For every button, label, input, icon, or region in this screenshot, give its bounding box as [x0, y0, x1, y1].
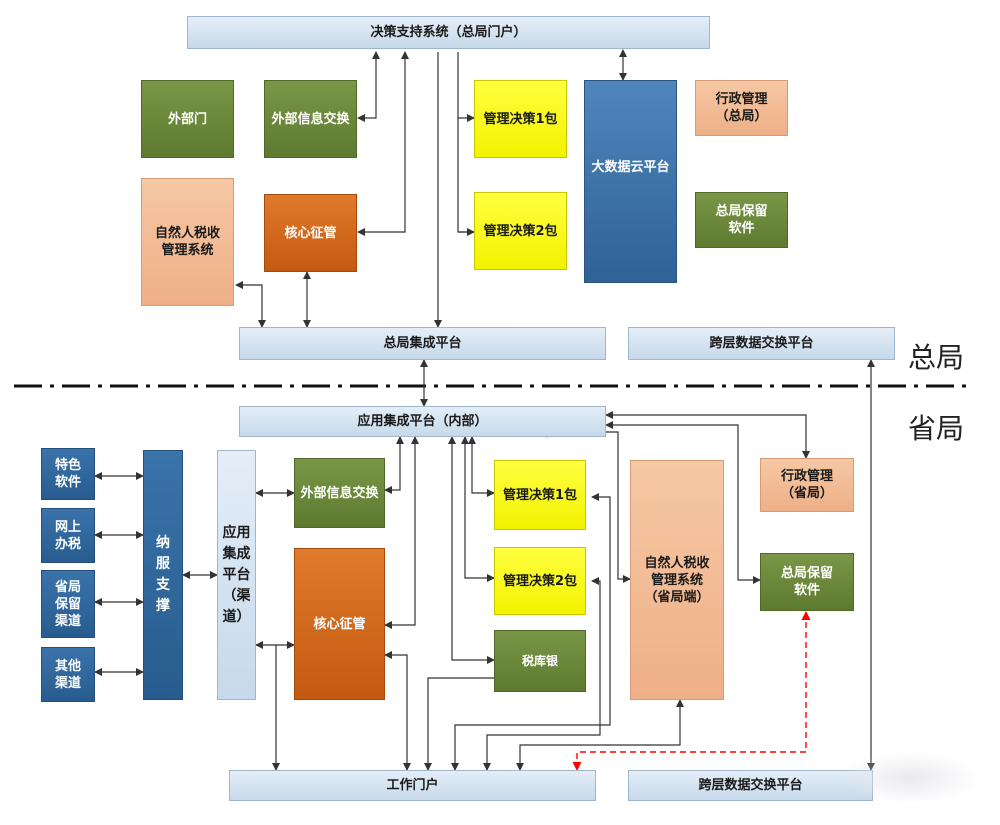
app-integration-internal: 应用集成平台（内部） [239, 406, 606, 437]
link-core-workportal [384, 651, 411, 771]
bigdata-cloud-box: 大数据云平台 [584, 80, 677, 283]
hq-admin-mgmt-label: 行政管理（总局） [715, 92, 768, 124]
hq-retained-software-label: 总局保留软件 [715, 204, 768, 236]
hq-mgmt-pack1-label: 管理决策1包 [483, 111, 558, 127]
prov-admin-mgmt-label: 行政管理（省局） [780, 469, 833, 501]
prov-nat-person-tax-box: 自然人税收管理系统（省局端） [630, 460, 724, 700]
hq-integration-platform: 总局集成平台 [239, 327, 606, 360]
special-software-box: 特色软件 [41, 448, 95, 500]
prov-mgmt-pack1-label: 管理决策1包 [502, 487, 578, 503]
bigdata-cloud-label: 大数据云平台 [591, 160, 670, 175]
link-portal-pack1 [457, 52, 475, 122]
hq-zone-label: 总局 [908, 341, 965, 374]
decision-support-portal: 决策支持系统（总局门户） [187, 16, 710, 49]
work-portal-label: 工作门户 [386, 778, 439, 793]
provincial-retained-channel-box: 省局保留渠道 [41, 570, 95, 638]
hq-mgmt-pack1-box: 管理决策1包 [474, 80, 567, 158]
hq-integration-platform-label: 总局集成平台 [383, 336, 462, 351]
prov-external-exchange-box: 外部信息交换 [294, 458, 385, 528]
province-zone-label: 省局 [908, 412, 965, 445]
decision-support-portal-label: 决策支持系统（总局门户） [370, 25, 527, 40]
online-tax-box: 网上办税 [41, 508, 95, 563]
link-core-app [384, 436, 419, 629]
link-core-portal [357, 51, 409, 236]
prov-external-exchange-label: 外部信息交换 [300, 485, 379, 501]
hq-nat-person-tax-box: 自然人税收管理系统 [141, 178, 234, 306]
taxpayer-support-box: 纳服支撑 [143, 450, 183, 700]
external-dept-box: 外部门 [141, 80, 234, 158]
hq-mgmt-pack2-box: 管理决策2包 [474, 192, 567, 270]
prov-nat-person-tax-label: 自然人税收管理系统（省局端） [644, 555, 710, 605]
link-exchange-app [384, 436, 404, 494]
link-app-pack1 [468, 436, 495, 497]
link-portal-pack2 [457, 118, 474, 233]
link-exchange-portal [357, 51, 380, 122]
hq-cross-layer-exchange-label: 跨层数据交换平台 [709, 336, 814, 351]
app-integration-channel-box: 应用集成平台（渠道） [217, 450, 256, 700]
special-software-label: 特色软件 [54, 458, 81, 490]
prov-admin-mgmt-box: 行政管理（省局） [760, 458, 854, 512]
tax-treasury-bank-label: 税库银 [521, 653, 558, 668]
work-portal: 工作门户 [229, 770, 596, 801]
prov-core-collection-box: 核心征管 [294, 548, 385, 700]
app-integration-channel-label: 应用集成平台（渠道） [222, 524, 251, 625]
prov-retained-software-box: 总局保留软件 [760, 553, 854, 611]
hq-admin-mgmt-box: 行政管理（总局） [695, 80, 788, 136]
link-app-retained [605, 421, 761, 584]
prov-cross-layer-exchange: 跨层数据交换平台 [628, 770, 873, 801]
provincial-retained-channel-label: 省局保留渠道 [54, 579, 81, 629]
link-ttb-workportal [424, 677, 494, 771]
online-tax-label: 网上办税 [54, 519, 81, 552]
prov-cross-layer-exchange-label: 跨层数据交换平台 [698, 778, 803, 793]
hq-core-collection-label: 核心征管 [284, 225, 337, 241]
link-app-admin [605, 411, 810, 459]
prov-retained-software-label: 总局保留软件 [780, 566, 833, 598]
link-app-ttb [448, 436, 495, 664]
taxpayer-support-label: 纳服支撑 [156, 535, 170, 614]
link-app-pack2 [461, 436, 495, 582]
hq-nat-person-tax-label: 自然人税收管理系统 [154, 226, 220, 258]
tax-treasury-bank-box: 税库银 [494, 630, 586, 692]
hq-external-exchange-box: 外部信息交换 [264, 80, 357, 158]
prov-mgmt-pack2-label: 管理决策2包 [502, 573, 578, 589]
hq-external-exchange-label: 外部信息交换 [271, 111, 350, 127]
hq-retained-software-box: 总局保留软件 [695, 192, 788, 248]
watermark-smudge [840, 752, 980, 804]
external-dept-label: 外部门 [167, 111, 207, 127]
prov-mgmt-pack2-box: 管理决策2包 [494, 547, 586, 615]
other-channels-label: 其他渠道 [54, 658, 81, 691]
hq-cross-layer-exchange: 跨层数据交换平台 [628, 327, 895, 360]
link-retained-workportal-dashed [572, 611, 811, 771]
hq-core-collection-box: 核心征管 [264, 194, 357, 272]
other-channels-box: 其他渠道 [41, 647, 95, 702]
app-integration-internal-label: 应用集成平台（内部） [357, 414, 488, 429]
prov-core-collection-label: 核心征管 [313, 616, 366, 632]
link-natperson-integration [235, 281, 266, 328]
prov-mgmt-pack1-box: 管理决策1包 [494, 460, 586, 530]
hq-mgmt-pack2-label: 管理决策2包 [483, 223, 558, 239]
